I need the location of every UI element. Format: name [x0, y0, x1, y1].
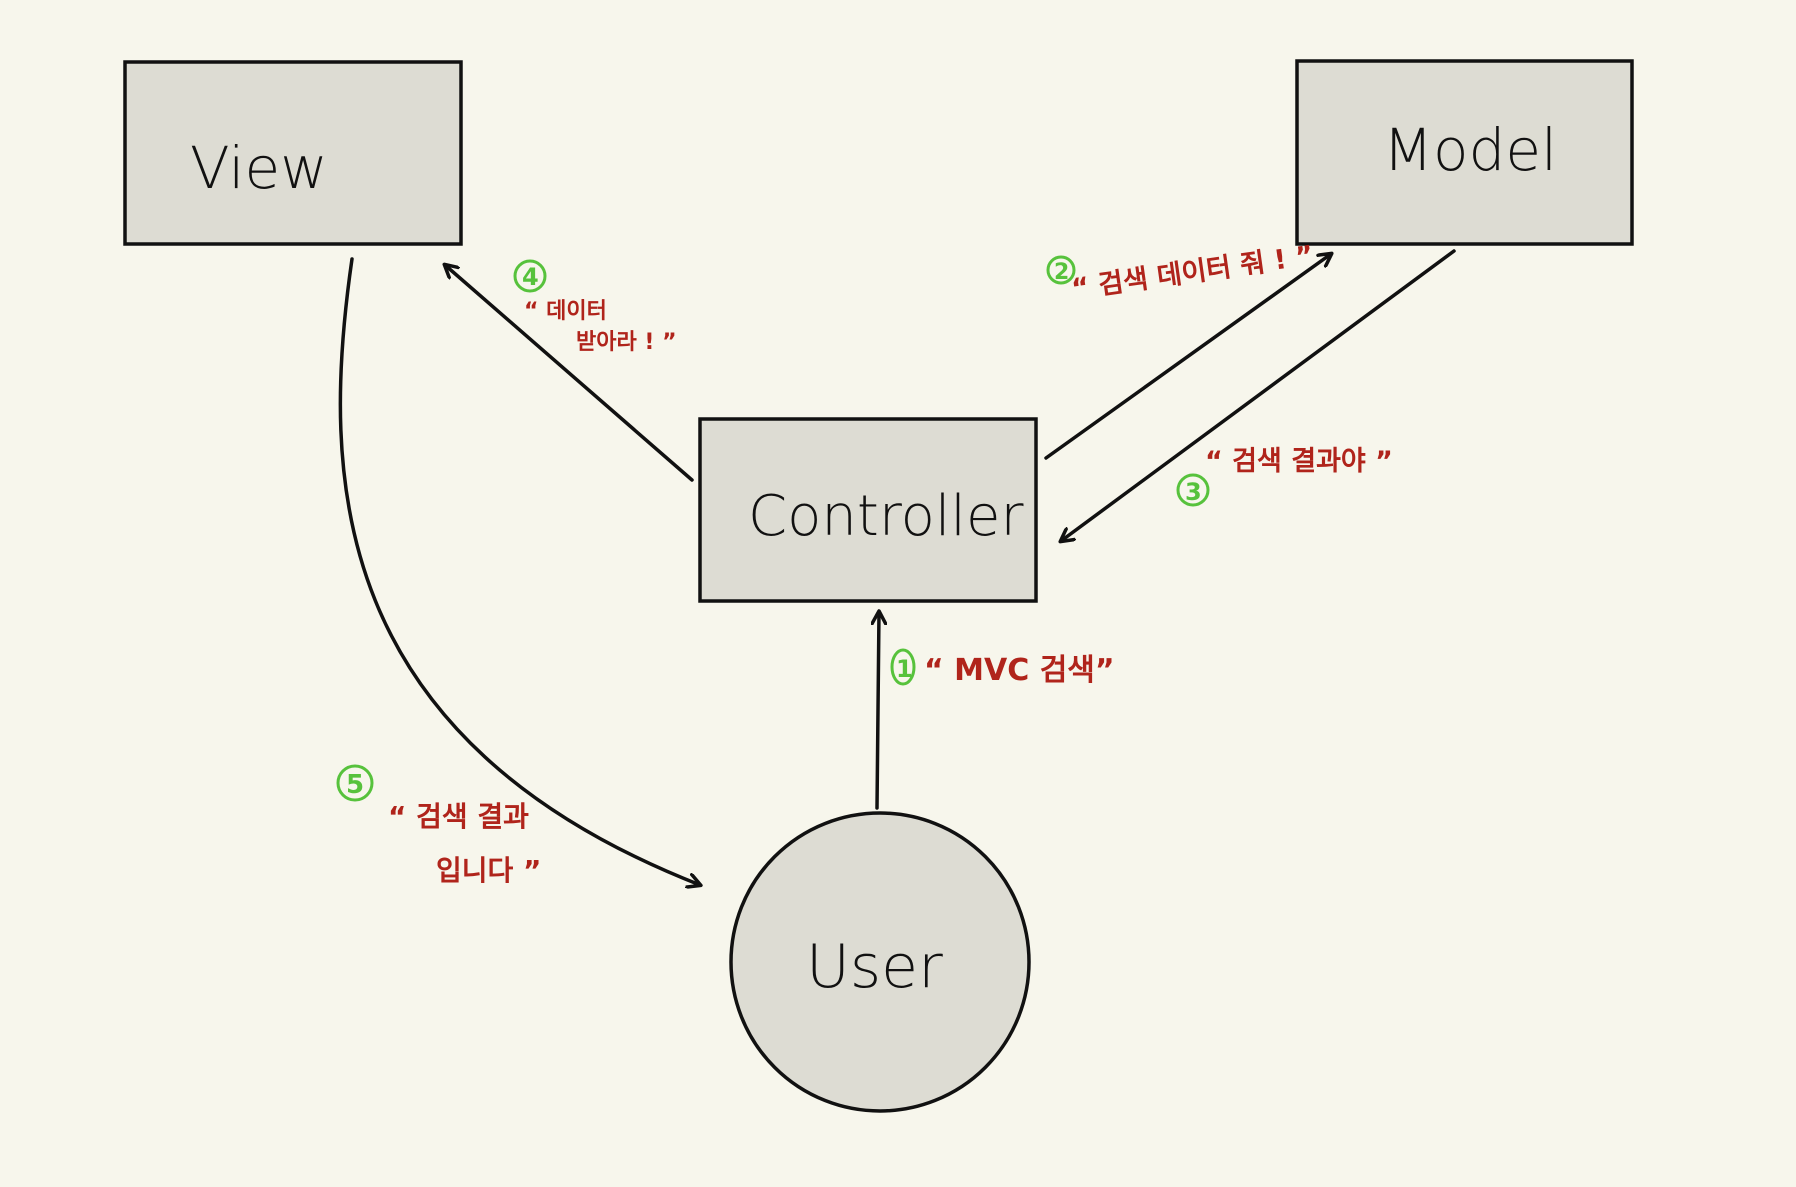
arrow-view-to-user	[338, 257, 700, 885]
arrow-controller-to-view	[445, 265, 694, 482]
step-3-annotation: 3 “ 검색 결과야 ”	[1176, 446, 1393, 507]
step-5-text-line1: “ 검색 결과	[388, 800, 529, 833]
step-4-annotation: 4 “ 데이터 받아라 ! ”	[513, 259, 677, 355]
step-3-text: “ 검색 결과야 ”	[1205, 446, 1393, 477]
step-1-text: “ MVC 검색”	[924, 653, 1115, 688]
step-5-annotation: 5 “ 검색 결과 입니다 ”	[336, 764, 541, 887]
step-2-text: “ 검색 데이터 줘 ! ”	[1070, 240, 1316, 305]
arrow-user-to-controller	[877, 612, 879, 810]
step-1-annotation: 1 “ MVC 검색”	[890, 648, 1115, 688]
step-4-text-line2: 받아라 ! ”	[576, 330, 677, 355]
step-4-number: 4	[522, 263, 539, 291]
step-4-text-line1: “ 데이터	[524, 299, 607, 324]
model-label: Model	[1383, 116, 1557, 184]
user-node: User	[729, 811, 1031, 1113]
view-label: View	[190, 134, 328, 202]
step-3-number: 3	[1185, 478, 1202, 506]
arrow-model-to-controller	[1061, 249, 1456, 541]
controller-node: Controller	[698, 417, 1038, 603]
step-5-text-line2: 입니다 ”	[436, 854, 541, 887]
model-node: Model	[1295, 59, 1634, 246]
step-5-number: 5	[346, 770, 364, 800]
step-2-number: 2	[1054, 260, 1069, 285]
view-node: View	[123, 60, 463, 246]
user-label: User	[806, 932, 943, 1002]
controller-label: Controller	[748, 484, 1023, 549]
arrow-controller-to-model	[1044, 254, 1331, 460]
step-1-number: 1	[896, 655, 913, 683]
